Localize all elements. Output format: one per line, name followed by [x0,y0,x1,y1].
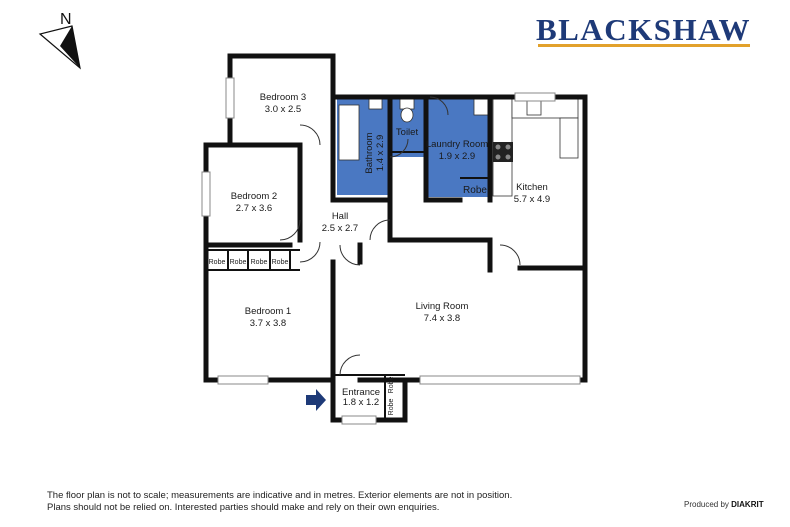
hall-name: Hall [332,211,348,222]
producer-name: DIAKRIT [731,500,764,509]
window-bedroom2 [201,171,211,217]
kitchen-bench-right [559,117,579,159]
laundry-robe-label: Robe [463,185,487,196]
bed2-robe-b-label: Robe [272,259,289,266]
bathroom-label: Bathroom 1.4 x 2.9 [364,132,386,173]
window-entrance [341,415,377,425]
bed1-robe-b-label: Robe [230,259,247,266]
bathroom-dims: 1.4 x 2.9 [375,135,386,171]
living-dims: 7.4 x 3.8 [424,313,460,324]
toilet-bowl [400,107,414,123]
doors [279,96,521,376]
window-bedroom3 [225,77,235,119]
toilet-name: Toilet [396,127,419,138]
kitchen-dims: 5.7 x 4.9 [514,194,550,205]
window-bedroom1 [217,375,269,385]
entrance-robe-a: Robe [388,377,395,394]
thin-walls [206,151,491,420]
brand-logo: BLACKSHAW [536,12,752,47]
brand-underline [538,44,750,47]
bedroom2-dims: 2.7 x 3.6 [236,203,272,214]
disclaimer-line-1: The floor plan is not to scale; measurem… [47,490,513,501]
disclaimer-line-2: Plans should not be relied on. Intereste… [47,502,440,513]
laundry-tub [473,98,489,116]
bedroom3-name: Bedroom 3 [260,92,306,103]
north-arrow-icon [38,25,81,70]
windows [201,77,581,425]
laundry-dims: 1.9 x 2.9 [439,151,475,162]
cooktop-icon [493,142,513,162]
hall-dims: 2.5 x 2.7 [322,223,358,234]
bedroom3-dims: 3.0 x 2.5 [265,104,301,115]
bed2-robe-a-label: Robe [251,259,268,266]
window-kitchen [514,92,556,102]
produced-by: Produced by DIAKRIT [684,500,764,509]
entrance-robe-b-label: Robe [388,399,395,416]
bed1-robe-a-label: Robe [209,259,226,266]
north-label: N [60,11,72,28]
bathroom-name: Bathroom [364,132,375,173]
entrance-robe-a-label: Robe [388,377,395,394]
disclaimer: The floor plan is not to scale; measurem… [47,490,512,514]
kitchen-sink [526,100,542,116]
bedroom2-name: Bedroom 2 [231,191,277,202]
bedroom1-dims: 3.7 x 3.8 [250,318,286,329]
entrance-dims: 1.8 x 1.2 [343,397,379,408]
kitchen-bench-top [511,98,579,119]
living-name: Living Room [416,301,469,312]
toilet-cistern [399,98,415,110]
entrance-name: Entrance [342,387,380,398]
entry-arrow-icon [306,389,326,411]
kitchen-name: Kitchen [516,182,548,193]
bathtub [338,104,360,161]
window-living [419,375,581,385]
laundry-name: Laundry Room [426,139,488,150]
entrance-robe-b: Robe [388,399,395,416]
produced-by-label: Produced by [684,500,729,509]
bathroom-basin [368,98,383,110]
bedroom1-name: Bedroom 1 [245,306,291,317]
